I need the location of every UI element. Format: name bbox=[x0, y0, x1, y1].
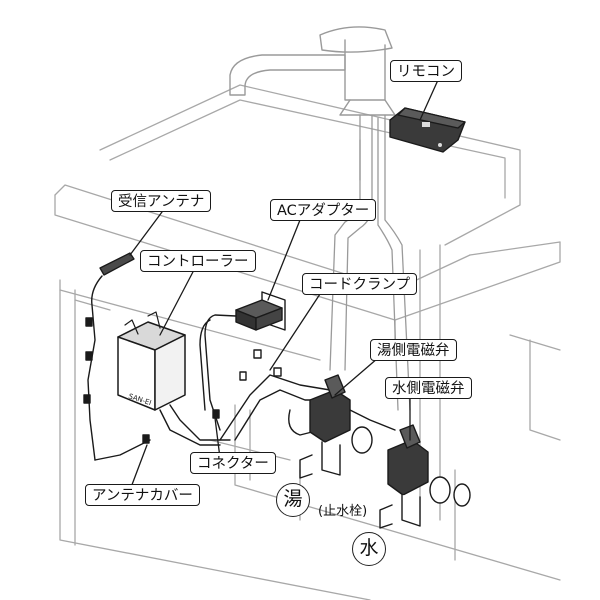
leader-lines bbox=[129, 79, 439, 491]
label-antenna: 受信アンテナ bbox=[111, 190, 212, 212]
label-cord-clamp: コードクランプ bbox=[302, 273, 418, 295]
faucet bbox=[229, 26, 396, 116]
label-connector: コネクター bbox=[190, 452, 276, 474]
wiring bbox=[83, 275, 396, 461]
stop-valve-note: (止水栓) bbox=[318, 504, 368, 519]
cabinet-outline bbox=[54, 84, 561, 600]
label-remote: リモコン bbox=[390, 60, 462, 82]
label-ac-adapter: ACアダプター bbox=[270, 199, 377, 221]
label-antenna-cover: アンテナカバー bbox=[85, 484, 200, 506]
cold-water-mark: 水 bbox=[352, 532, 386, 566]
cold-valve-device bbox=[379, 424, 471, 529]
supply-pipes bbox=[329, 114, 411, 411]
controller-device bbox=[117, 311, 186, 411]
hot-water-mark: 湯 bbox=[276, 483, 310, 517]
label-controller: コントローラー bbox=[140, 250, 256, 272]
label-cold-valve: 水側電磁弁 bbox=[385, 377, 472, 399]
ac-adapter-device bbox=[235, 291, 286, 331]
antenna-device bbox=[99, 252, 135, 276]
hot-valve-device bbox=[299, 374, 373, 479]
label-hot-valve: 湯側電磁弁 bbox=[370, 339, 457, 361]
remote-device bbox=[389, 107, 466, 153]
